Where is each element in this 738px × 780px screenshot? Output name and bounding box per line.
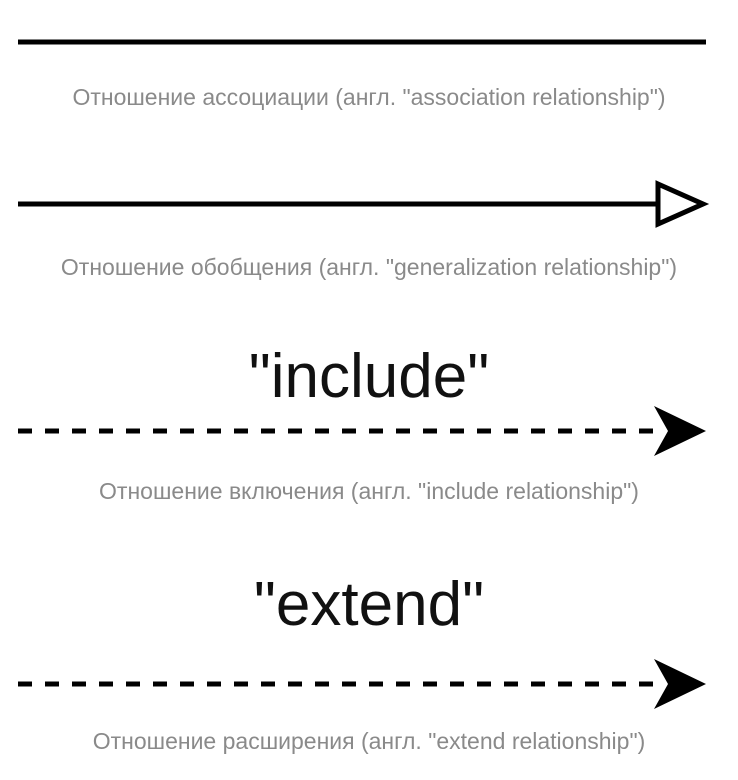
include-filled-arrowhead: [654, 406, 706, 456]
extend-filled-arrowhead: [654, 659, 706, 709]
extend-stereotype-label: "extend": [253, 570, 485, 639]
association-caption: Отношение ассоциации (англ. "association…: [72, 84, 666, 110]
include-caption: Отношение включения (англ. "include rela…: [99, 478, 639, 504]
extend-caption: Отношение расширения (англ. "extend rela…: [92, 728, 646, 754]
include-stereotype-label: "include": [248, 342, 490, 411]
generalization-hollow-arrowhead: [655, 180, 710, 228]
generalization-caption: Отношение обобщения (англ. "generalizati…: [60, 254, 678, 280]
